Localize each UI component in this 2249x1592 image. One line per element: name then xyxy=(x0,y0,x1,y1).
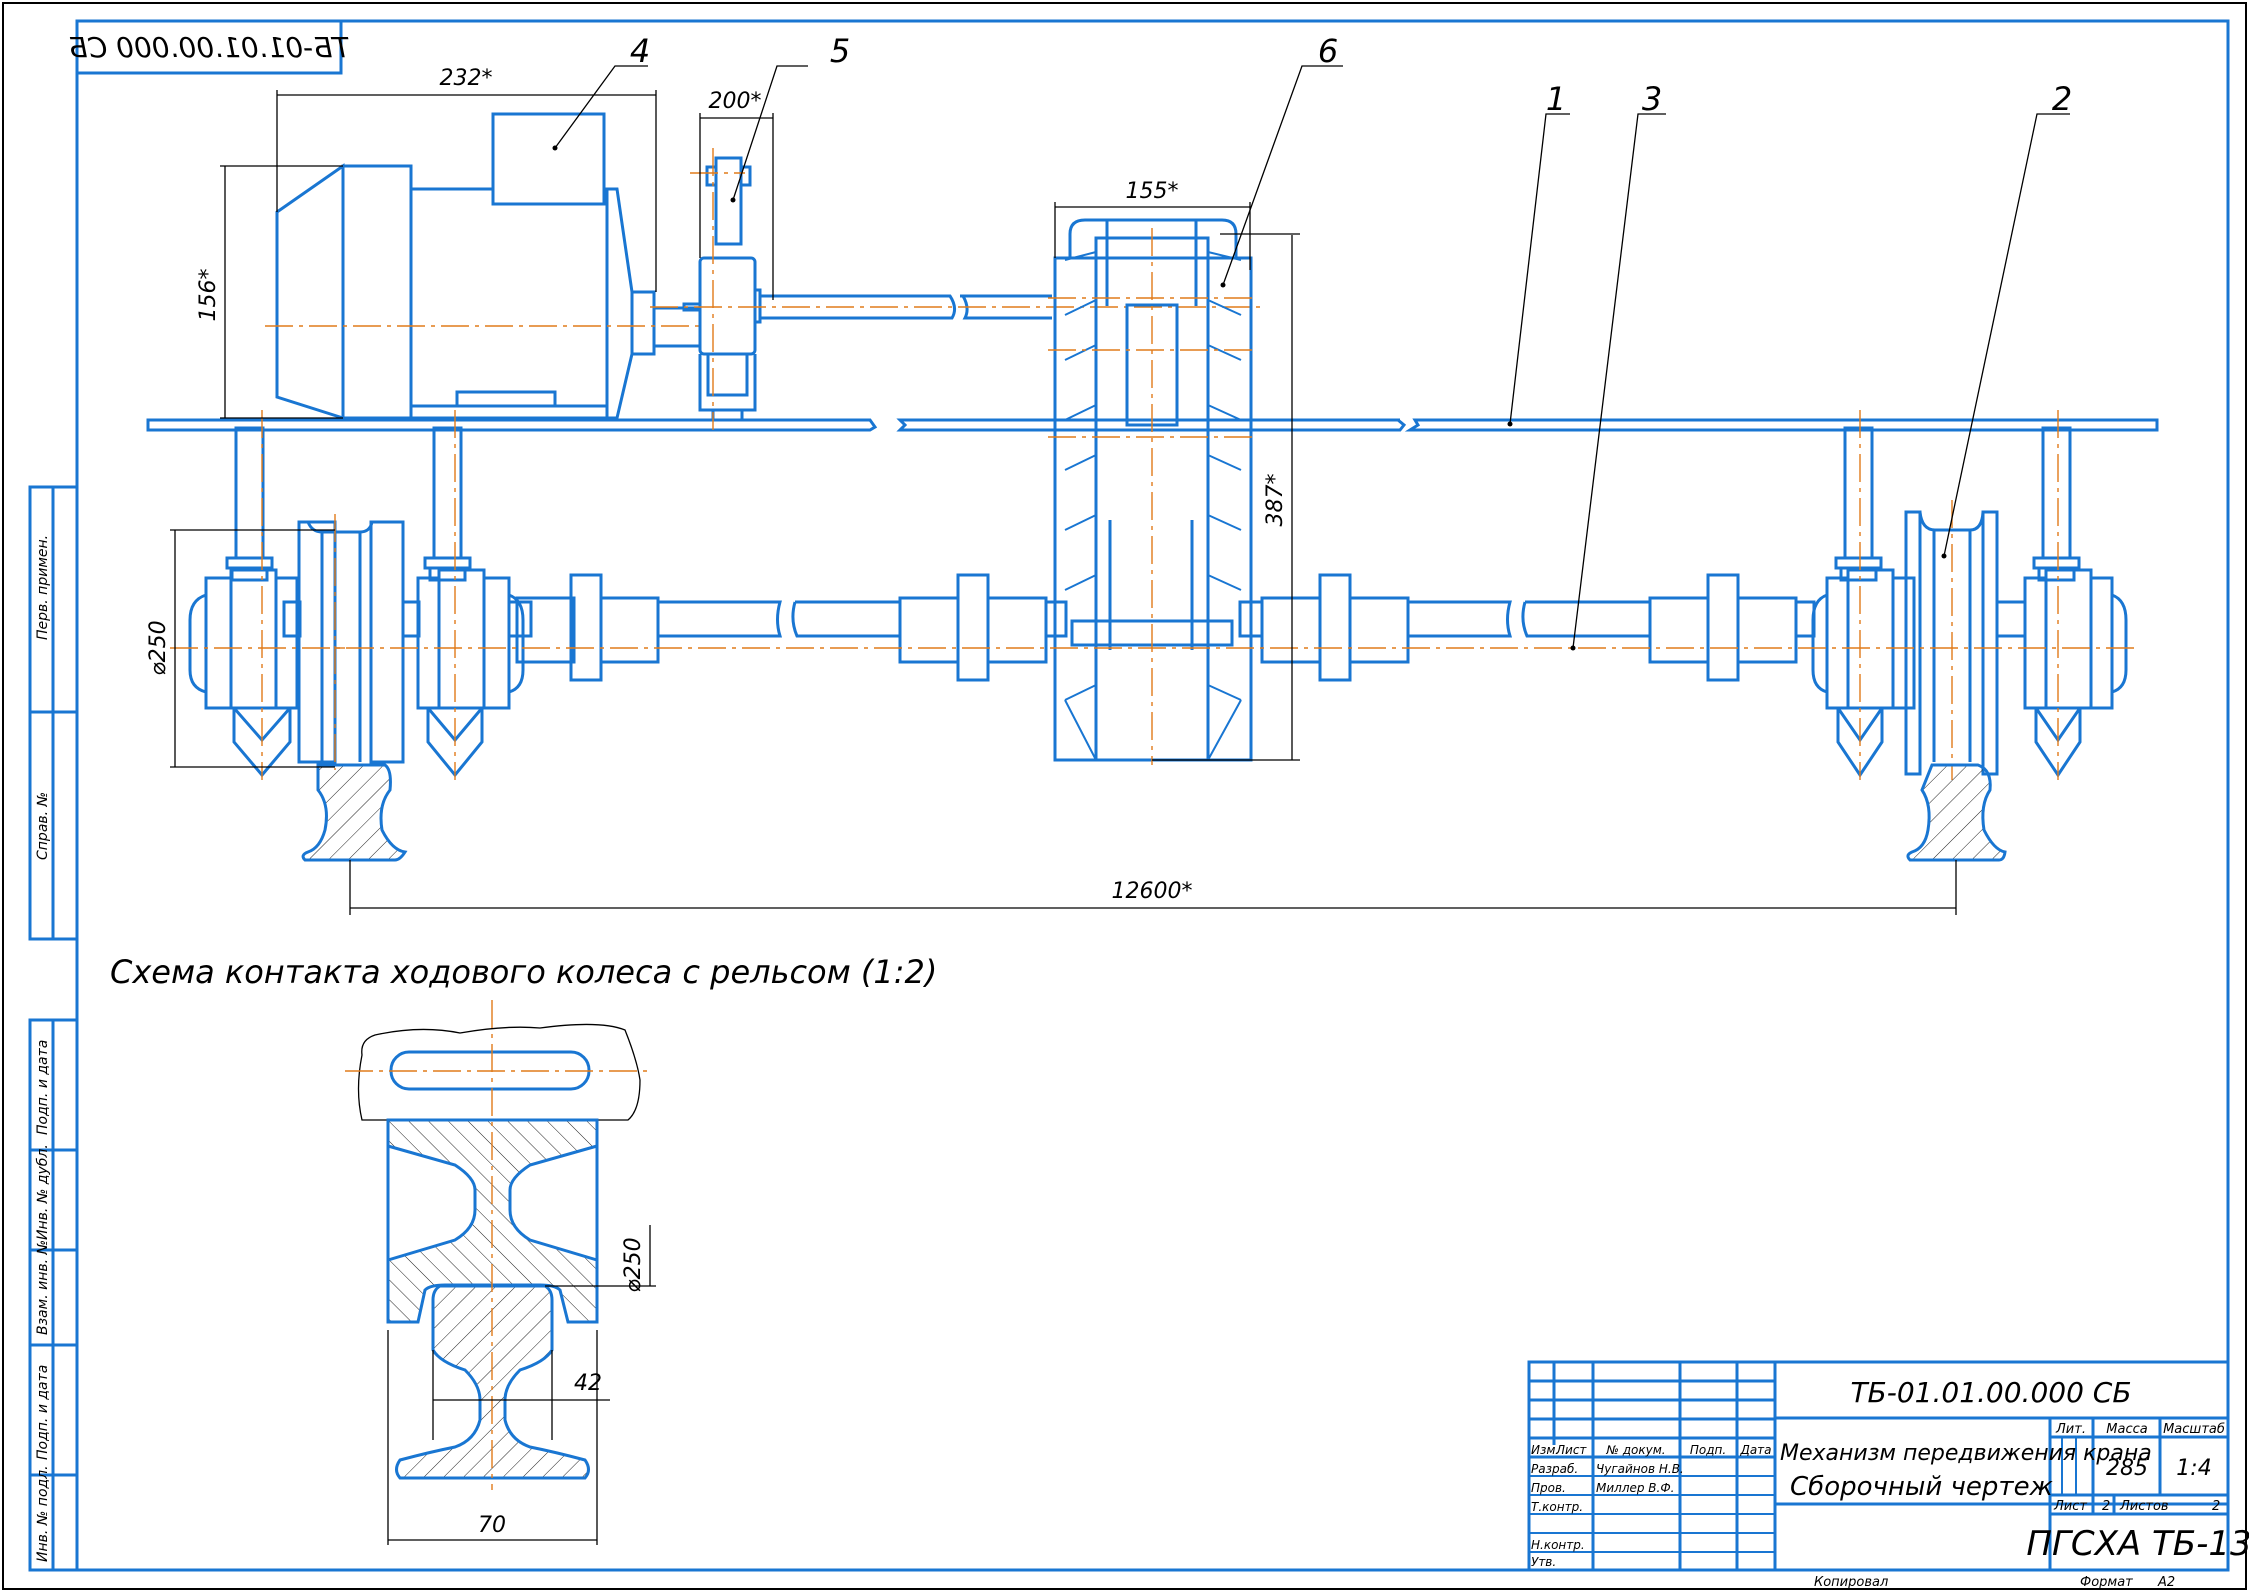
tb-sheets-label: Листов xyxy=(2119,1499,2169,1514)
dim-rail-head: 42 xyxy=(574,1371,602,1396)
title-block xyxy=(1527,1360,2230,1572)
tb-sheets: 2 xyxy=(2212,1499,2220,1514)
tb-sheet-label: Лист xyxy=(2053,1499,2087,1514)
tb-header-sign: Подп. xyxy=(1690,1443,1726,1457)
tb-mass-label: Масса xyxy=(2106,1422,2147,1437)
position-number: 6 xyxy=(1318,32,1338,70)
side-stamp-label: Подп. и дата xyxy=(35,1040,51,1135)
dim-reducer-width: 155* xyxy=(1126,179,1179,204)
dim-wheel-width: 70 xyxy=(478,1513,506,1538)
wheel-rail-contact-section: 70 42 ⌀250 xyxy=(345,1000,656,1545)
tb-lit-label: Лит. xyxy=(2055,1422,2086,1437)
left-wheel xyxy=(297,520,337,764)
position-number: 3 xyxy=(1642,80,1662,118)
tb-role: Т.контр. xyxy=(1531,1500,1583,1514)
tb-role: Разраб. xyxy=(1531,1462,1578,1476)
tb-doc-type: Сборочный чертеж xyxy=(1790,1472,2054,1502)
bearing-housing xyxy=(1811,410,1916,780)
tb-header-doc: № докум. xyxy=(1605,1443,1665,1457)
tb-mass: 285 xyxy=(2106,1456,2148,1481)
bearing-housing xyxy=(188,410,299,780)
tb-org: ПГСХА ТБ-13 xyxy=(2026,1524,2249,1564)
side-stamp-label: Подп. и дата xyxy=(35,1365,51,1460)
tb-role: Пров. xyxy=(1531,1481,1566,1495)
side-stamp-label: Справ. № xyxy=(35,792,51,860)
title-block-text: ТБ-01.01.00.000 СБ Механизм передвижения… xyxy=(1531,1376,2249,1590)
tb-person: Чугайнов Н.В. xyxy=(1596,1462,1684,1476)
tb-header-izm: Изм. xyxy=(1531,1443,1559,1457)
electric-motor xyxy=(265,112,702,421)
tb-role: Утв. xyxy=(1531,1555,1556,1569)
tb-format: A2 xyxy=(2157,1575,2175,1590)
position-leaders: 4 5 6 1 3 2 xyxy=(552,32,2072,651)
dim-wheel-diameter: ⌀250 xyxy=(146,620,171,675)
dim-span: 12600* xyxy=(1112,879,1193,904)
tb-role: Н.контр. xyxy=(1531,1538,1585,1552)
side-stamp-lower: Подп. и дата Инв. № дубл. Взам. инв. № П… xyxy=(28,1018,79,1572)
position-number: 2 xyxy=(2052,80,2072,118)
transmission-shaft xyxy=(170,410,2140,780)
tb-person: Миллер В.Ф. xyxy=(1596,1481,1675,1495)
tb-code: ТБ-01.01.00.000 СБ xyxy=(1850,1376,2131,1409)
brake-unit xyxy=(690,148,762,430)
side-stamp-label: Взам. инв. № xyxy=(35,1240,51,1335)
position-number: 1 xyxy=(1546,80,1566,118)
position-number: 4 xyxy=(630,32,650,70)
tb-copied: Копировал xyxy=(1814,1575,1888,1590)
high-speed-shaft xyxy=(650,294,1260,320)
tb-scale-label: Масштаб xyxy=(2163,1422,2225,1437)
gear-reducer xyxy=(1048,218,1258,765)
side-stamp-label: Инв. № подл. xyxy=(35,1465,51,1562)
tb-name: Механизм передвижения крана xyxy=(1780,1441,2152,1466)
tb-header-list: Лист xyxy=(1555,1443,1587,1457)
section-title: Схема контакта ходового колеса с рельсом… xyxy=(110,953,937,991)
side-stamp-upper: Перв. примен. Справ. № xyxy=(28,485,79,941)
tb-scale: 1:4 xyxy=(2176,1456,2211,1481)
tb-format-label: Формат xyxy=(2080,1575,2133,1590)
dimensions: 232* 156* 200* 155* 387* ⌀250 12600* xyxy=(146,66,1957,915)
dim-motor-height: 156* xyxy=(196,269,221,322)
mirrored-code-box: ТБ-01.01.00.000 СБ xyxy=(68,19,350,75)
position-number: 5 xyxy=(830,32,850,70)
bearing-housing xyxy=(2023,410,2128,780)
side-stamp-label: Перв. примен. xyxy=(35,535,51,640)
right-wheel xyxy=(1904,500,1999,780)
dim-section-diameter: ⌀250 xyxy=(621,1237,646,1292)
bearing-housing xyxy=(416,410,525,780)
frame-beam xyxy=(146,418,2159,432)
side-stamp-label: Инв. № дубл. xyxy=(35,1144,51,1240)
right-rail xyxy=(1906,763,2007,862)
tb-header-date: Дата xyxy=(1739,1443,1771,1457)
dim-brake-width: 200* xyxy=(709,89,762,114)
dim-reducer-height: 387* xyxy=(1263,474,1288,527)
left-rail xyxy=(301,763,408,862)
dim-motor-length: 232* xyxy=(440,66,493,91)
tb-sheet: 2 xyxy=(2102,1499,2110,1514)
mirrored-code: ТБ-01.01.00.000 СБ xyxy=(68,31,349,64)
